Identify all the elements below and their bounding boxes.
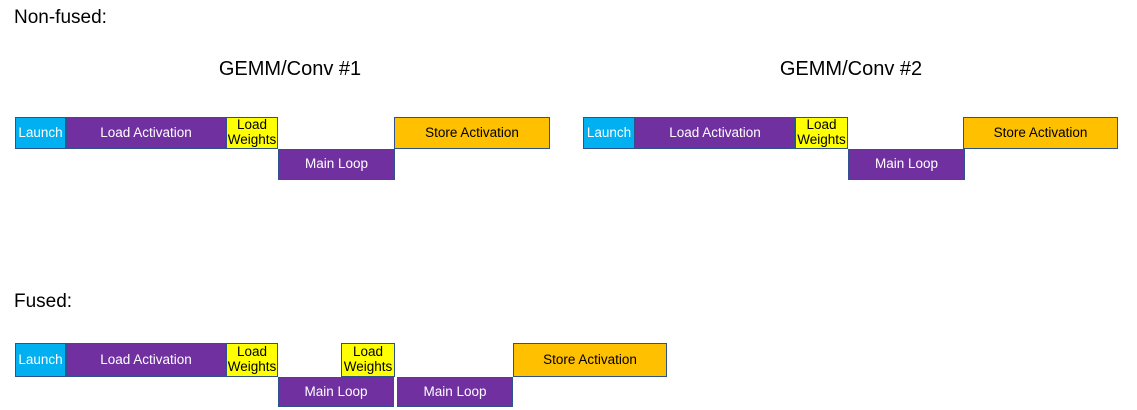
timeline-block-store-activation: Store Activation [394, 117, 550, 149]
timeline-block-load-weights: Load Weights [226, 343, 278, 377]
timeline-block-load-weights: Load Weights [226, 117, 278, 149]
timeline-block-store-activation: Store Activation [513, 343, 667, 377]
timeline-block-launch: Launch [15, 117, 66, 149]
timeline-block-store-activation: Store Activation [963, 117, 1118, 149]
gemm-conv-2-heading: GEMM/Conv #2 [779, 58, 923, 80]
timeline-block-main-loop: Main Loop [848, 149, 965, 180]
timeline-block-load-activation: Load Activation [66, 343, 226, 377]
fused-section-label: Fused: [14, 291, 73, 312]
timeline-block-load-weights: Load Weights [341, 343, 395, 377]
non-fused-section-label: Non-fused: [14, 7, 107, 28]
timeline-block-main-loop: Main Loop [397, 377, 513, 407]
timeline-block-launch: Launch [15, 343, 66, 377]
timeline-block-load-activation: Load Activation [635, 117, 795, 149]
gemm-conv-1-heading: GEMM/Conv #1 [218, 58, 362, 80]
timeline-block-load-weights: Load Weights [795, 117, 848, 149]
timeline-block-main-loop: Main Loop [278, 377, 394, 407]
timeline-block-main-loop: Main Loop [278, 149, 395, 180]
timeline-block-launch: Launch [583, 117, 635, 149]
timeline-block-load-activation: Load Activation [66, 117, 226, 149]
